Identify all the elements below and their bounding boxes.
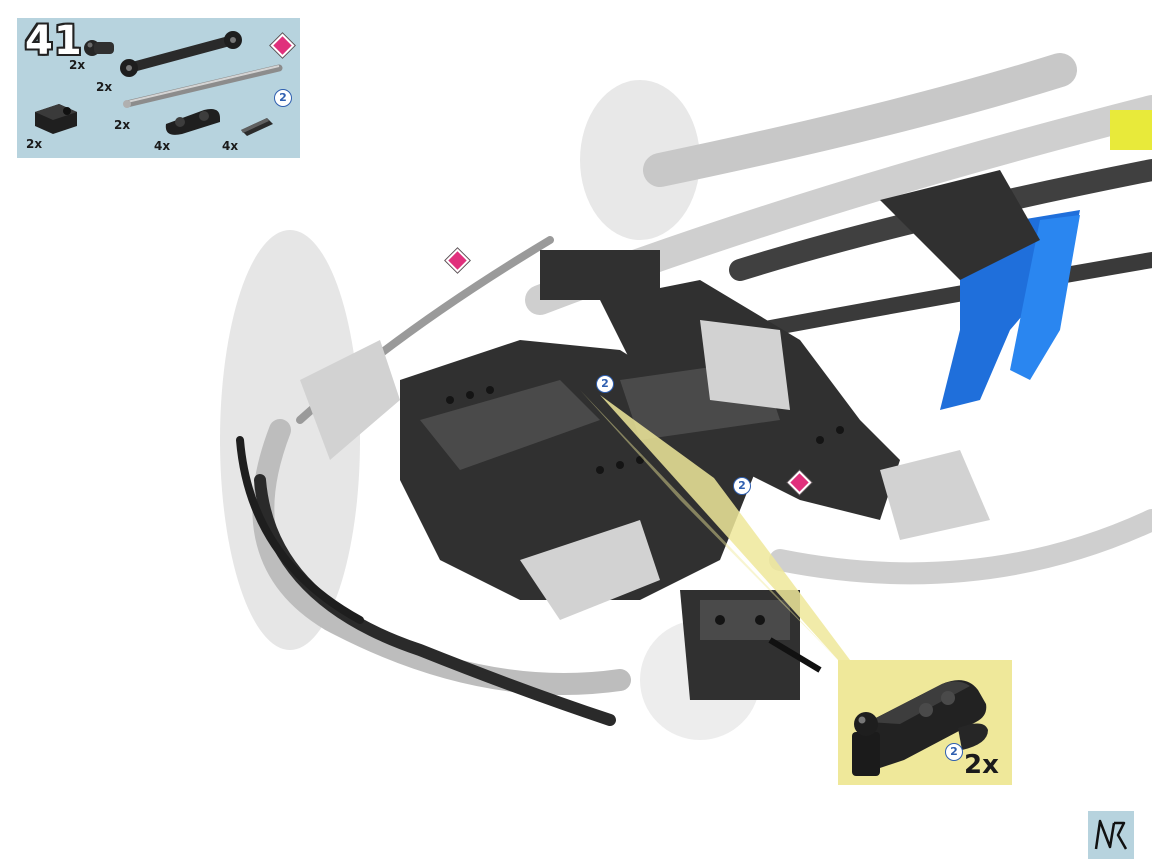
pink-diamond-marker-top <box>445 248 470 273</box>
part-qty-connector-block: 2x <box>26 137 43 151</box>
pink-diamond-marker <box>270 33 295 58</box>
part-qty-axle-sleeve: 4x <box>222 139 239 153</box>
black-axle-sleeve-icon <box>241 118 273 136</box>
circled-number-marker: 2 <box>274 89 292 107</box>
part-qty-axle-pin: 2x <box>114 118 131 132</box>
circled-number-marker-a: 2 <box>596 375 614 393</box>
part-qty-double-beam: 4x <box>154 139 171 153</box>
sub-assembly-callout: 2 2x <box>838 660 1012 785</box>
silver-axle-pin-icon <box>123 64 283 108</box>
black-ball-joint-icon <box>84 40 114 56</box>
black-connector-block-icon <box>35 104 77 134</box>
callout-circled-number: 2 <box>945 743 963 761</box>
step-number: 41 <box>25 18 83 64</box>
black-double-beam-icon <box>165 109 220 135</box>
sub-assembly-part-icon <box>852 680 988 776</box>
circled-number-marker-b: 2 <box>733 477 751 495</box>
part-qty-link-rod: 2x <box>96 80 113 94</box>
pink-diamond-marker-right <box>787 470 812 495</box>
part-qty-ball-joint: 2x <box>69 58 86 72</box>
callout-qty: 2x <box>964 750 999 780</box>
parts-list-panel: 41 2x 2x 2x 2 2x 4x <box>17 18 300 158</box>
nk-logo-icon <box>1088 811 1134 859</box>
black-link-rod-icon <box>120 31 242 77</box>
